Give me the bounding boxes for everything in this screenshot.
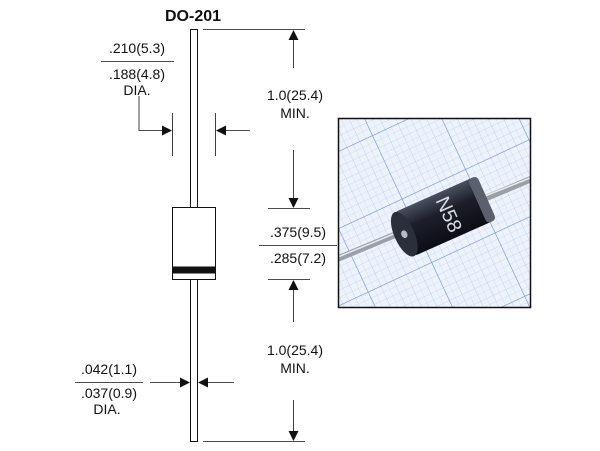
top-lead-length: 1.0(25.4) (267, 87, 323, 103)
body-diameter-max: .210(5.3) (109, 40, 165, 56)
bottom-lead-qualifier: MIN. (280, 360, 310, 376)
lead-diameter-min: .037(0.9) (81, 385, 137, 401)
top-lead-qualifier: MIN. (280, 105, 310, 121)
body-diameter-unit: DIA. (123, 82, 150, 98)
body-length-min: .285(7.2) (270, 250, 326, 266)
lead-diameter-unit: DIA. (93, 401, 120, 417)
lead-diameter-max: .042(1.1) (81, 361, 137, 377)
bottom-lead-length: 1.0(25.4) (267, 342, 323, 358)
body-length-max: .375(9.5) (270, 224, 326, 240)
diode-photo: N58 (337, 117, 532, 309)
bottom-lead (190, 279, 198, 442)
body-diameter-min: .188(4.8) (109, 66, 165, 82)
diode-outline (172, 29, 216, 442)
package-title: DO-201 (165, 8, 221, 25)
length-dimensions (203, 29, 337, 442)
cathode-band (172, 266, 216, 274)
body-diameter-dimension (101, 61, 250, 156)
top-lead (190, 29, 198, 209)
